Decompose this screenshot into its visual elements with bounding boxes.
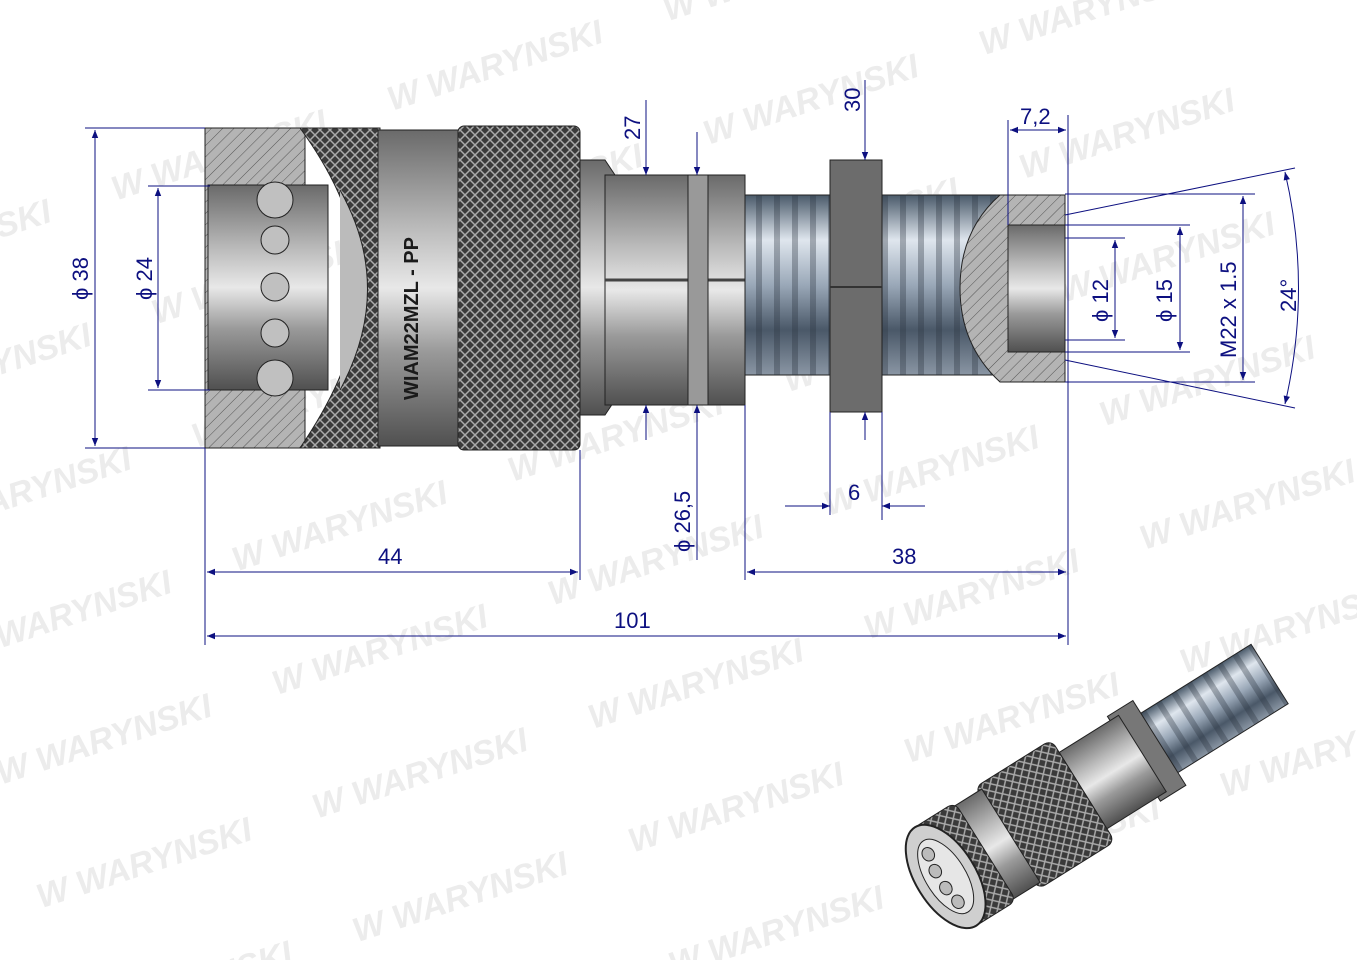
dim-cone-angle: 24° <box>1276 279 1301 312</box>
svg-text:W WARYNSKI: W WARYNSKI <box>0 192 57 298</box>
part-marking: WIAM22MZL - PP <box>401 237 423 400</box>
dim-overall-length: 101 <box>614 608 651 633</box>
dim-nut-width: 30 <box>840 88 865 112</box>
dim-nut-thickness: 6 <box>848 480 860 505</box>
svg-text:W WARYNSKI: W WARYNSKI <box>383 13 609 119</box>
svg-text:W WARYNSKI: W WARYNSKI <box>658 0 884 29</box>
svg-text:ϕ 24: ϕ 24 <box>132 257 157 300</box>
dim-coupler-length: 44 <box>378 544 402 569</box>
dim-bore-15: 15 <box>1152 279 1177 303</box>
svg-text:ϕ 15: ϕ 15 <box>1152 279 1177 322</box>
svg-text:ϕ 26,5: ϕ 26,5 <box>670 491 695 552</box>
dimension-lines <box>85 80 1299 645</box>
coupler-section: WIAM22MZL - PP <box>204 125 1066 451</box>
dim-outer-diameter: 38 <box>68 257 93 281</box>
svg-text:ϕ 38: ϕ 38 <box>68 257 93 300</box>
dim-thread-length: 38 <box>892 544 916 569</box>
svg-text:ϕ 12: ϕ 12 <box>1088 279 1113 322</box>
dim-inner-diameter: 24 <box>132 257 157 281</box>
dim-cone-length: 7,2 <box>1020 104 1051 129</box>
dim-bore-12: 12 <box>1088 279 1113 303</box>
dim-hex-width: 27 <box>620 116 645 140</box>
isometric-view <box>904 643 1289 930</box>
dim-thread: M22 x 1.5 <box>1216 261 1241 358</box>
dimension-labels: ϕ 38 ϕ 24 27 ϕ 26,5 30 6 7,2 ϕ 12 ϕ 15 M… <box>68 88 1301 633</box>
dim-collar-diameter: 26,5 <box>670 491 695 534</box>
